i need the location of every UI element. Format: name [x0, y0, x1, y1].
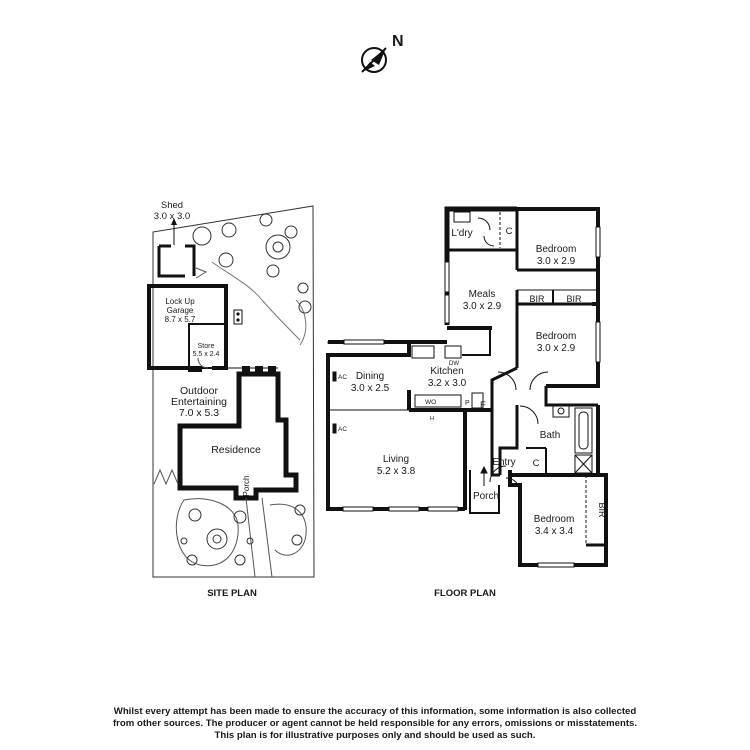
meals-size: 3.0 x 2.9	[463, 301, 502, 312]
ac-label-1: AC	[338, 374, 347, 381]
outdoor-size: 7.0 x 5.3	[179, 407, 219, 419]
bedroom1-size: 3.0 x 2.9	[537, 256, 576, 267]
entry-label: Entry	[492, 457, 515, 468]
outdoor-label-1: Outdoor	[180, 385, 218, 397]
wall-oven-label: WO	[425, 399, 436, 406]
fridge-label: F	[480, 400, 486, 411]
dining-size: 3.0 x 2.5	[351, 383, 390, 394]
laundry-label: L'dry	[451, 228, 472, 239]
disclaimer-line-3: This plan is for illustrative purposes o…	[214, 730, 536, 741]
site-plan: Shed 3.0 x 3.0 Lock Up Garage 8.7 x 5.7 …	[147, 200, 315, 599]
floor-plan-caption: FLOOR PLAN	[434, 588, 496, 599]
living-size: 5.2 x 3.8	[377, 466, 416, 477]
cupboard-label-laundry: C	[506, 226, 513, 237]
bedroom2-label: Bedroom	[536, 331, 577, 342]
disclaimer-line-2: from other sources. The producer or agen…	[112, 718, 638, 729]
kitchen-size: 3.2 x 3.0	[428, 378, 467, 389]
bir-label-2: BIR	[566, 294, 582, 304]
cupboard-label-entry: C	[533, 458, 540, 469]
dishwasher-label: DW	[449, 361, 459, 367]
pantry-label: P	[465, 400, 470, 407]
garage-label-1: Lock Up	[165, 297, 195, 306]
site-plan-caption: SITE PLAN	[207, 588, 257, 599]
floor-plan	[326, 206, 608, 568]
dining-label: Dining	[356, 371, 384, 382]
bedroom3-size: 3.4 x 3.4	[535, 526, 574, 537]
store-size: 5.5 x 2.4	[193, 351, 220, 358]
floor-plan-labels: L'dry C Meals 3.0 x 2.9 Bedroom 3.0 x 2.…	[338, 226, 607, 599]
residence-label: Residence	[211, 444, 261, 456]
store-label: Store	[198, 343, 215, 350]
shed-label: Shed	[161, 200, 183, 211]
site-porch-label: Porch	[242, 476, 251, 497]
disclaimer-line-1: Whilst every attempt has been made to en…	[113, 706, 637, 717]
north-arrow-icon	[361, 47, 387, 73]
bedroom1-label: Bedroom	[536, 244, 577, 255]
hotplate-label: H	[430, 416, 434, 422]
garage-label-2: Garage	[167, 306, 194, 315]
ac-label-2: AC	[338, 426, 347, 433]
meals-label: Meals	[469, 289, 496, 300]
kitchen-label: Kitchen	[430, 366, 463, 377]
north-label: N	[392, 33, 404, 50]
bath-label: Bath	[540, 430, 561, 441]
bedroom3-label: Bedroom	[534, 514, 575, 525]
garage-size: 8.7 x 5.7	[165, 315, 196, 324]
shed-size: 3.0 x 3.0	[154, 211, 190, 222]
bir-label-1: BIR	[529, 294, 545, 304]
bedroom2-size: 3.0 x 2.9	[537, 343, 576, 354]
disclaimer: Whilst every attempt has been made to en…	[80, 706, 670, 742]
bir-label-3: BIR	[597, 502, 607, 518]
porch-label: Porch	[473, 491, 499, 502]
outdoor-label-2: Entertaining	[171, 396, 227, 408]
living-label: Living	[383, 454, 409, 465]
